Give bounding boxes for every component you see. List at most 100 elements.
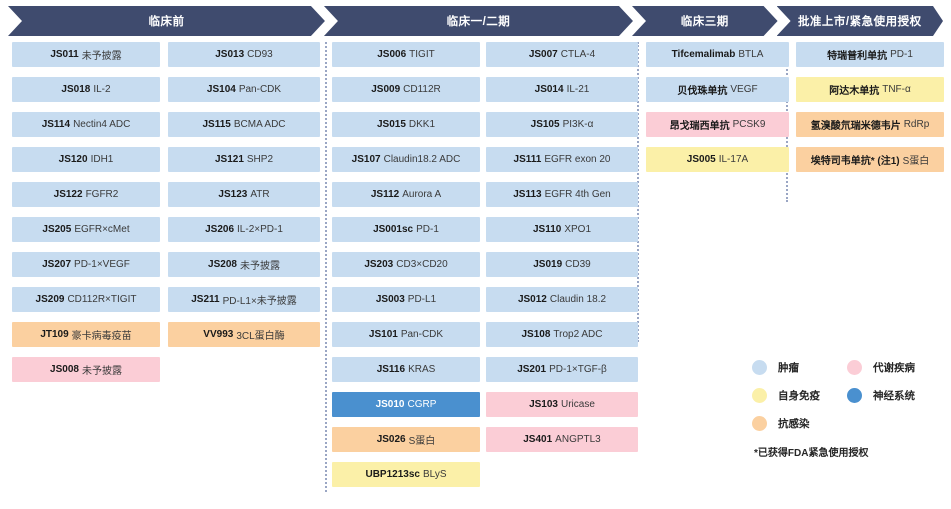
pipeline-item-target: TIGIT bbox=[409, 49, 435, 60]
pipeline-item-code: UBP1213sc bbox=[365, 469, 420, 480]
pipeline-item-code: JS115 bbox=[202, 119, 231, 130]
pipeline-item-target: S蛋白 bbox=[408, 436, 436, 447]
pipeline-item-code: JS112 bbox=[370, 189, 400, 200]
pipeline-item: 埃特司韦单抗* (注1)S蛋白 bbox=[796, 147, 944, 172]
pipeline-item-code: JS111 bbox=[513, 154, 542, 165]
pipeline-item-target: IL-2 bbox=[93, 84, 111, 95]
pipeline-item-code: JS209 bbox=[35, 294, 65, 305]
pipeline-item-code: JS113 bbox=[513, 189, 542, 200]
pipeline-item-target: SHP2 bbox=[246, 154, 274, 165]
legend-label: 代谢疾病 bbox=[873, 362, 915, 374]
pipeline-item-target: CD3×CD20 bbox=[396, 259, 448, 270]
pipeline-item-code: JS105 bbox=[530, 119, 560, 130]
pipeline-item-code: JS008 bbox=[50, 364, 79, 375]
phase-header-preclinical: 临床前 bbox=[8, 6, 325, 36]
pipeline-item-target: DKK1 bbox=[408, 119, 436, 130]
pipeline-item-code: JT109 bbox=[40, 329, 69, 340]
phase-header-bar: 临床前 临床一/二期 临床三期 批准上市/紧急使用授权 bbox=[8, 6, 943, 36]
pipeline-item-code: JS201 bbox=[517, 364, 547, 375]
phase-label: 临床前 bbox=[148, 16, 185, 28]
pipeline-item-code: JS114 bbox=[41, 119, 71, 130]
phase-header-phase3: 临床三期 bbox=[632, 6, 778, 36]
pipeline-item-code: JS003 bbox=[375, 294, 405, 305]
phase-label: 批准上市/紧急使用授权 bbox=[797, 16, 922, 28]
pipeline-item-code: JS123 bbox=[218, 189, 248, 200]
legend-swatch-icon bbox=[847, 388, 862, 403]
pipeline-item-target: ANGPTL3 bbox=[555, 434, 601, 445]
pipeline-item-target: 未予披露 bbox=[81, 366, 122, 377]
pipeline-item-target: EGFR×cMet bbox=[74, 224, 130, 235]
pipeline-item-target: Claudin18.2 ADC bbox=[383, 154, 461, 165]
pipeline-item-code: JS121 bbox=[214, 154, 244, 165]
pipeline-item-target: CGRP bbox=[407, 399, 437, 410]
pipeline-item-code: JS208 bbox=[208, 259, 237, 270]
pipeline-item-target: PCSK9 bbox=[732, 119, 766, 130]
pipeline-item-code: JS007 bbox=[528, 49, 558, 60]
pipeline-item-target: CD93 bbox=[247, 49, 273, 60]
pipeline-item-target: Pan-CDK bbox=[400, 329, 444, 340]
divider-phase12-phase3 bbox=[637, 42, 639, 342]
pipeline-item-target: 豪卡病毒疫苗 bbox=[71, 331, 132, 342]
pipeline-item-target: VEGF bbox=[730, 84, 758, 95]
pipeline-item-code: JS010 bbox=[375, 399, 405, 410]
pipeline-item-code: JS019 bbox=[533, 259, 563, 270]
pipeline-item-target: 未予披露 bbox=[81, 51, 122, 62]
pipeline-item-target: RdRp bbox=[903, 119, 930, 130]
legend-label: 自身免疫 bbox=[778, 390, 820, 402]
pipeline-item-code: JS001sc bbox=[373, 224, 414, 235]
legend-item-neuro: 神经系统 bbox=[847, 388, 942, 403]
pipeline-item-target: PD-L1×未予披露 bbox=[222, 296, 297, 307]
pipeline-item-code: JS110 bbox=[532, 224, 562, 235]
legend-item-auto: 自身免疫 bbox=[752, 388, 847, 403]
pipeline-item-target: TNF-α bbox=[882, 84, 911, 95]
pipeline-item-target: ATR bbox=[250, 189, 270, 200]
pipeline-item-code: 特瑞普利单抗 bbox=[827, 51, 888, 62]
pipeline-item-target: 未予披露 bbox=[239, 261, 280, 272]
legend-row: 肿瘤 代谢疾病 bbox=[752, 360, 942, 375]
pipeline-item-target: KRAS bbox=[408, 364, 436, 375]
pipeline-item-code: Tifcemalimab bbox=[671, 49, 736, 60]
pipeline-item-code: JS103 bbox=[529, 399, 558, 410]
pipeline-item-code: JS122 bbox=[53, 189, 83, 200]
pipeline-item-target: PD-L1 bbox=[407, 294, 437, 305]
legend: 肿瘤 代谢疾病 自身免疫 神经系统 抗感染 *已获得FDA紧急使用授权 bbox=[752, 360, 942, 459]
pipeline-item-target: EGFR 4th Gen bbox=[544, 189, 611, 200]
pipeline-item-target: IDH1 bbox=[90, 154, 114, 165]
pipeline-item-target: PD-1 bbox=[890, 49, 913, 60]
pipeline-item-target: CD112R×TIGIT bbox=[67, 294, 137, 305]
pipeline-item-target: Trop2 ADC bbox=[553, 329, 603, 340]
pipeline-item-target: CTLA-4 bbox=[560, 49, 596, 60]
pipeline-item-code: JS013 bbox=[215, 49, 245, 60]
legend-label: 神经系统 bbox=[873, 390, 915, 402]
pipeline-item-code: 贝伐珠单抗 bbox=[677, 86, 728, 97]
